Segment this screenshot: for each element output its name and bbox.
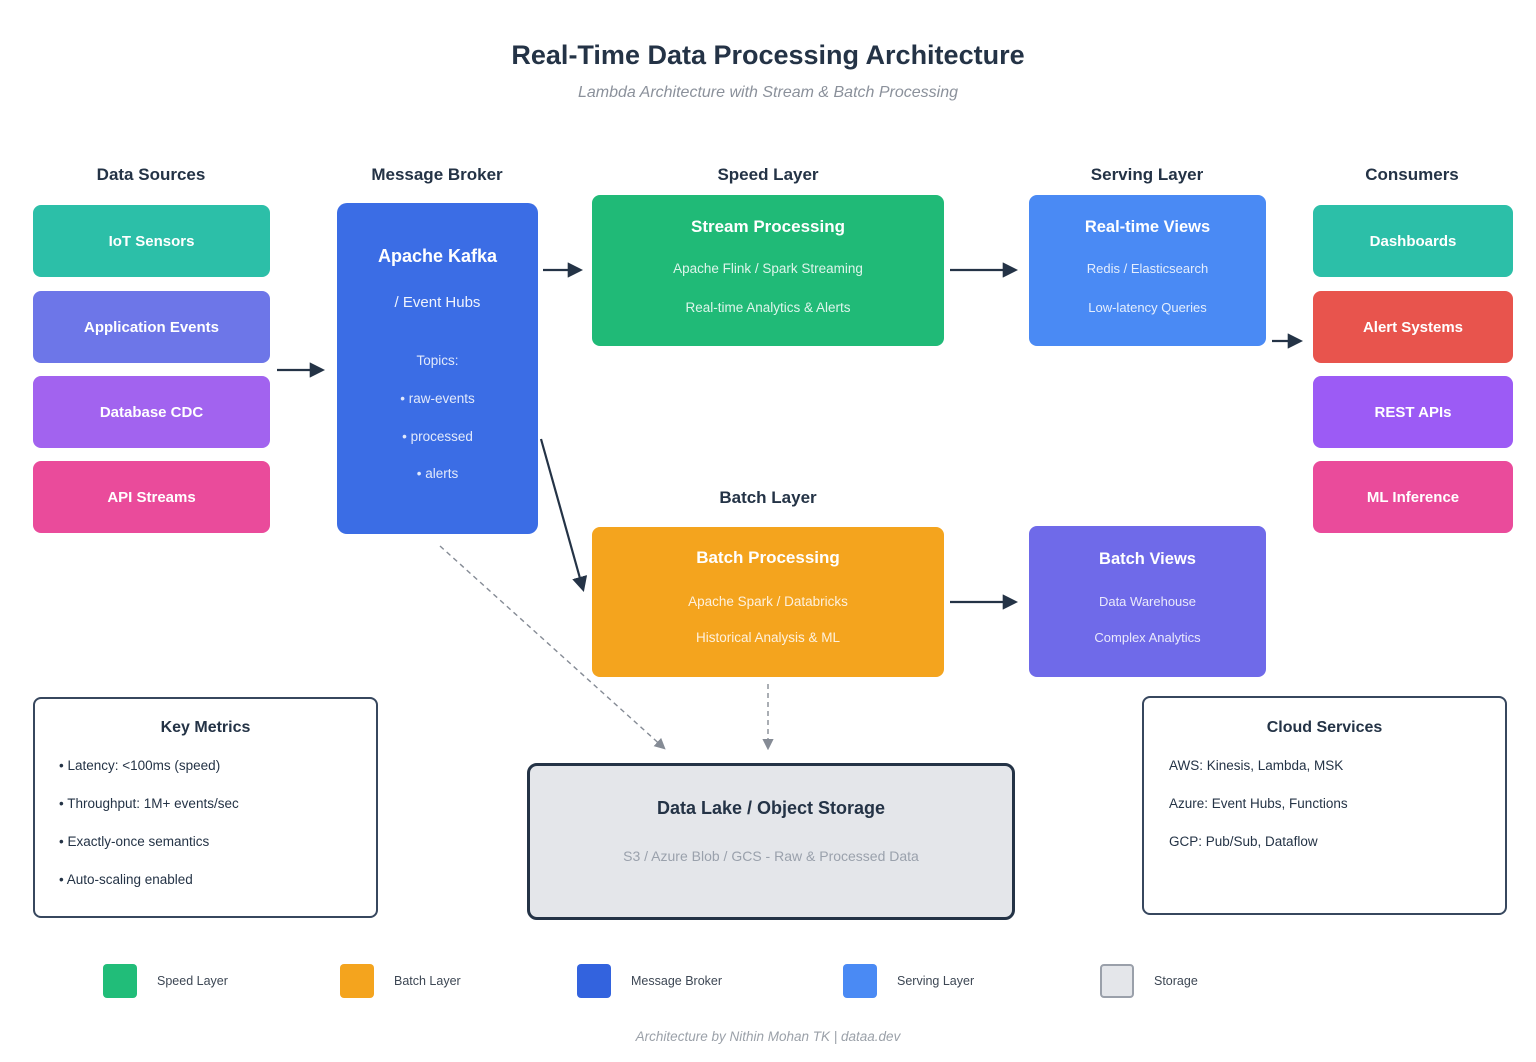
legend-swatch-speed — [103, 964, 137, 998]
arrow-broker-to-batch — [539, 438, 588, 592]
stream-line-1: Apache Flink / Spark Streaming — [673, 261, 863, 276]
serving-title: Real-time Views — [1084, 218, 1211, 236]
key-metrics-panel: Key Metrics • Latency: <100ms (speed) • … — [33, 697, 378, 918]
legend-label: Batch Layer — [394, 974, 461, 988]
page-subtitle: Lambda Architecture with Stream & Batch … — [577, 84, 959, 101]
legend-label: Serving Layer — [897, 974, 975, 988]
legend-item-storage: Storage — [1100, 964, 1198, 998]
node-label: ML Inference — [1366, 488, 1460, 506]
serving-line-2: Low-latency Queries — [1088, 300, 1207, 315]
legend-item-batch-layer: Batch Layer — [340, 964, 461, 998]
header-batch-layer: Batch Layer — [719, 488, 817, 507]
cloud-services-panel: Cloud Services AWS: Kinesis, Lambda, MSK… — [1142, 696, 1507, 915]
kafka-topics-label: Topics: — [416, 353, 459, 368]
kafka-topic-alerts: • alerts — [416, 466, 459, 481]
legend-item-speed-layer: Speed Layer — [103, 964, 228, 998]
page-title: Real-Time Data Processing Architecture — [511, 40, 1025, 70]
node-dashboards: Dashboards — [1313, 205, 1513, 277]
legend-swatch-storage — [1100, 964, 1134, 998]
kafka-topic-raw-events: • raw-events — [400, 391, 475, 406]
node-alert-systems: Alert Systems — [1313, 291, 1513, 363]
cloud-services-title: Cloud Services — [1266, 719, 1383, 736]
stream-line-2: Real-time Analytics & Alerts — [685, 300, 851, 315]
node-label: Application Events — [83, 318, 220, 336]
cloud-service-item: AWS: Kinesis, Lambda, MSK — [1169, 758, 1344, 773]
batch-title: Batch Processing — [696, 548, 840, 567]
header-serving-layer: Serving Layer — [1090, 165, 1204, 184]
header-data-sources: Data Sources — [96, 165, 206, 184]
data-lake-subtitle: S3 / Azure Blob / GCS - Raw & Processed … — [623, 848, 919, 864]
node-data-lake: Data Lake / Object Storage S3 / Azure Bl… — [527, 763, 1015, 920]
key-metric-item: • Throughput: 1M+ events/sec — [59, 796, 239, 811]
legend-label: Storage — [1154, 974, 1198, 988]
node-database-cdc: Database CDC — [33, 376, 270, 448]
header-message-broker: Message Broker — [371, 165, 503, 184]
node-label: IoT Sensors — [108, 232, 195, 250]
stream-title: Stream Processing — [690, 217, 845, 236]
attribution-footer: Architecture by Nithin Mohan TK | dataa.… — [635, 1029, 901, 1044]
legend-swatch-broker — [577, 964, 611, 998]
node-label: Alert Systems — [1362, 318, 1464, 336]
legend-swatch-batch — [340, 964, 374, 998]
node-ml-inference: ML Inference — [1313, 461, 1513, 533]
key-metric-item: • Auto-scaling enabled — [59, 872, 193, 887]
header-consumers: Consumers — [1365, 165, 1459, 184]
node-iot-sensors: IoT Sensors — [33, 205, 270, 277]
node-label: Database CDC — [99, 403, 204, 421]
node-realtime-views: Real-time Views Redis / Elasticsearch Lo… — [1029, 195, 1266, 346]
data-lake-title: Data Lake / Object Storage — [656, 798, 886, 818]
node-stream-processing: Stream Processing Apache Flink / Spark S… — [592, 195, 944, 346]
batch-line-2: Historical Analysis & ML — [695, 630, 841, 645]
node-label: Dashboards — [1369, 232, 1457, 250]
key-metrics-title: Key Metrics — [160, 719, 251, 736]
legend-label: Speed Layer — [157, 974, 228, 988]
kafka-subtitle: / Event Hubs — [394, 294, 481, 311]
header-speed-layer: Speed Layer — [717, 165, 819, 184]
node-api-streams: API Streams — [33, 461, 270, 533]
legend-item-serving-layer: Serving Layer — [843, 964, 974, 998]
kafka-title: Apache Kafka — [377, 246, 498, 266]
batch-views-line-1: Data Warehouse — [1098, 594, 1197, 609]
batch-views-line-2: Complex Analytics — [1094, 630, 1201, 645]
node-label: REST APIs — [1374, 403, 1452, 421]
cloud-service-item: GCP: Pub/Sub, Dataflow — [1169, 834, 1318, 849]
node-label: API Streams — [107, 488, 196, 506]
node-batch-views: Batch Views Data Warehouse Complex Analy… — [1029, 526, 1266, 677]
node-apache-kafka: Apache Kafka / Event Hubs Topics: • raw-… — [337, 203, 538, 534]
legend-item-message-broker: Message Broker — [577, 964, 722, 998]
kafka-topic-processed: • processed — [402, 429, 473, 444]
key-metric-item: • Latency: <100ms (speed) — [59, 758, 221, 773]
legend-swatch-serving — [843, 964, 877, 998]
node-rest-apis: REST APIs — [1313, 376, 1513, 448]
cloud-service-item: Azure: Event Hubs, Functions — [1169, 796, 1348, 811]
legend-label: Message Broker — [631, 974, 723, 988]
serving-line-1: Redis / Elasticsearch — [1086, 261, 1209, 276]
node-application-events: Application Events — [33, 291, 270, 363]
key-metric-item: • Exactly-once semantics — [59, 834, 210, 849]
batch-views-title: Batch Views — [1099, 550, 1196, 568]
node-batch-processing: Batch Processing Apache Spark / Databric… — [592, 527, 944, 677]
batch-line-1: Apache Spark / Databricks — [688, 594, 848, 609]
